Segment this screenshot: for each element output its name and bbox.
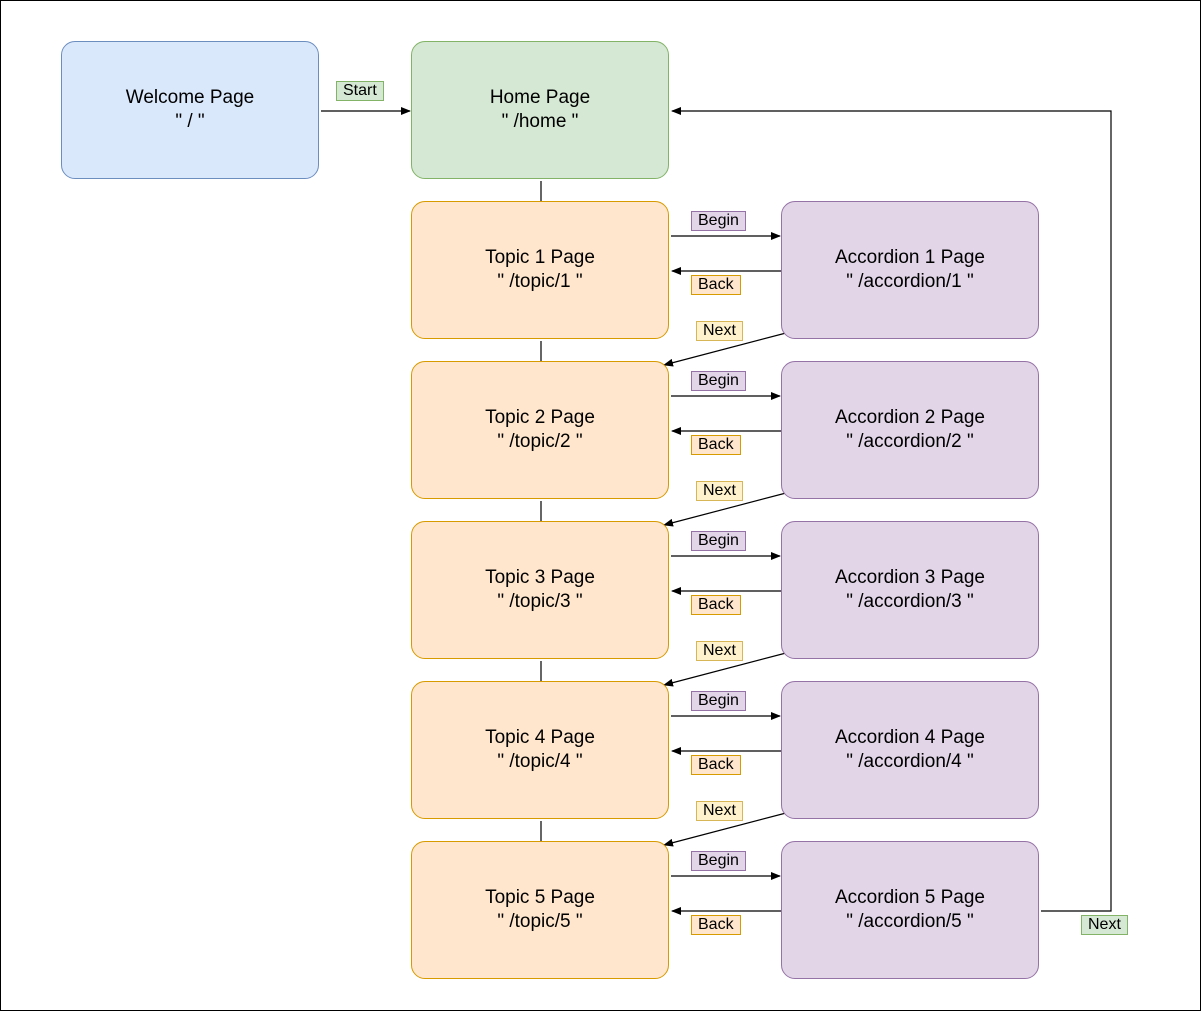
begin-edge-label-5: Begin (691, 851, 746, 871)
accordion-5-page-node: Accordion 5 Page " /accordion/5 " (781, 841, 1039, 979)
topic-2-page-node: Topic 2 Page " /topic/2 " (411, 361, 669, 499)
node-title: Topic 3 Page (485, 567, 595, 588)
node-title: Welcome Page (125, 87, 255, 108)
node-route: " /topic/2 " (497, 431, 583, 452)
node-route: " /home " (501, 111, 579, 132)
accordion-1-page-node: Accordion 1 Page " /accordion/1 " (781, 201, 1039, 339)
next-connector-3 (663, 652, 787, 687)
begin-edge-label-1: Begin (691, 211, 746, 231)
node-route: " /topic/4 " (497, 751, 583, 772)
node-title: Accordion 4 Page (835, 727, 985, 748)
node-route: " /accordion/2 " (846, 431, 974, 452)
start-edge-label: Start (336, 81, 384, 101)
next-edge-label-1: Next (696, 321, 743, 341)
next-connector-2 (663, 492, 787, 527)
back-edge-label-5: Back (691, 915, 741, 935)
final-next-connector (671, 107, 1112, 912)
node-route: " /topic/1 " (497, 271, 583, 292)
node-route: " / " (175, 111, 205, 132)
welcome-page-node: Welcome Page " / " (61, 41, 319, 179)
node-title: Topic 4 Page (485, 727, 595, 748)
topic-5-page-node: Topic 5 Page " /topic/5 " (411, 841, 669, 979)
node-title: Topic 1 Page (485, 247, 595, 268)
node-title: Home Page (489, 87, 591, 108)
topic-4-page-node: Topic 4 Page " /topic/4 " (411, 681, 669, 819)
final-next-edge-label: Next (1081, 915, 1128, 935)
accordion-2-page-node: Accordion 2 Page " /accordion/2 " (781, 361, 1039, 499)
back-edge-label-3: Back (691, 595, 741, 615)
begin-edge-label-4: Begin (691, 691, 746, 711)
node-route: " /accordion/3 " (846, 591, 974, 612)
node-route: " /topic/5 " (497, 911, 583, 932)
back-edge-label-1: Back (691, 275, 741, 295)
accordion-4-page-node: Accordion 4 Page " /accordion/4 " (781, 681, 1039, 819)
topic-3-page-node: Topic 3 Page " /topic/3 " (411, 521, 669, 659)
node-title: Accordion 1 Page (835, 247, 985, 268)
node-route: " /topic/3 " (497, 591, 583, 612)
node-route: " /accordion/4 " (846, 751, 974, 772)
home-page-node: Home Page " /home " (411, 41, 669, 179)
back-edge-label-2: Back (691, 435, 741, 455)
next-edge-label-4: Next (696, 801, 743, 821)
next-edge-label-3: Next (696, 641, 743, 661)
node-title: Accordion 5 Page (835, 887, 985, 908)
begin-edge-label-2: Begin (691, 371, 746, 391)
next-connector-1 (663, 332, 787, 367)
next-edge-label-2: Next (696, 481, 743, 501)
back-edge-label-4: Back (691, 755, 741, 775)
topic-1-page-node: Topic 1 Page " /topic/1 " (411, 201, 669, 339)
node-route: " /accordion/1 " (846, 271, 974, 292)
accordion-3-page-node: Accordion 3 Page " /accordion/3 " (781, 521, 1039, 659)
next-connector-4 (663, 812, 787, 847)
node-title: Accordion 2 Page (835, 407, 985, 428)
node-route: " /accordion/5 " (846, 911, 974, 932)
node-title: Topic 5 Page (485, 887, 595, 908)
node-title: Topic 2 Page (485, 407, 595, 428)
begin-edge-label-3: Begin (691, 531, 746, 551)
node-title: Accordion 3 Page (835, 567, 985, 588)
